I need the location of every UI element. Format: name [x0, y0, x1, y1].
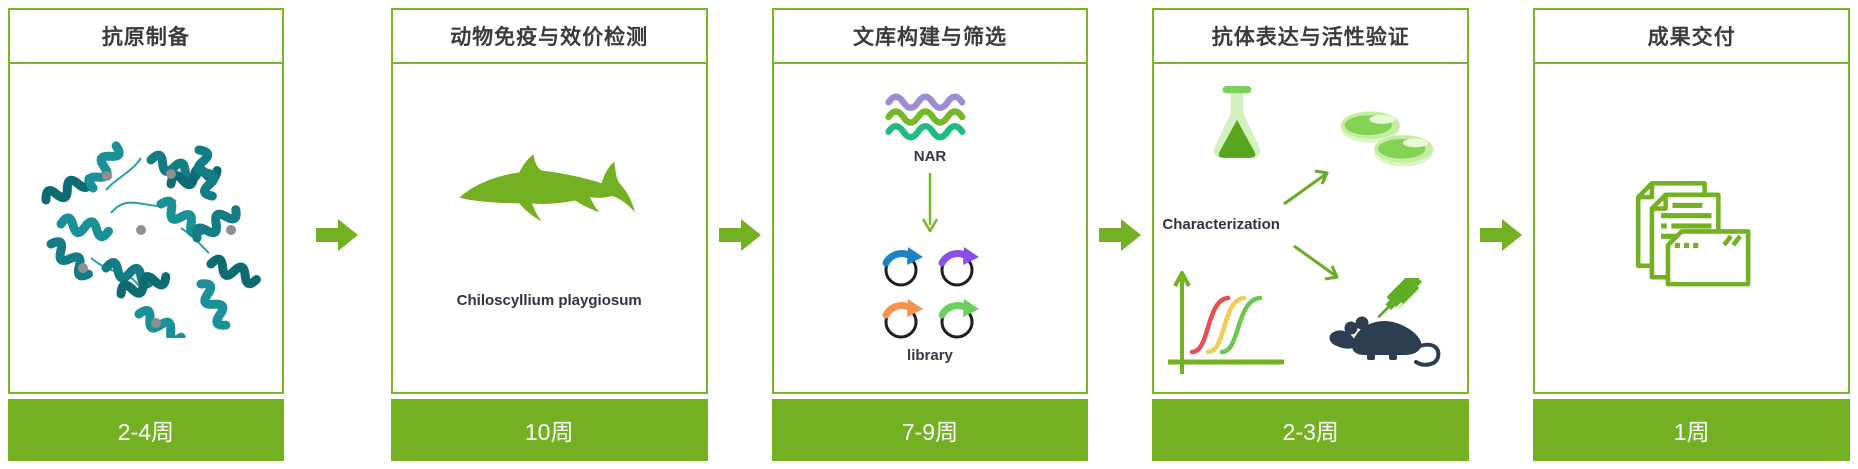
flow-arrow-icon [1480, 218, 1523, 251]
mouse [1329, 316, 1441, 367]
duration-label: 1周 [1673, 419, 1710, 445]
panel-animal-immunization: 动物免疫与效价检测 Chiloscyllium playgiosum 10周 [390, 8, 708, 461]
panel-antibody-validation: 抗体表达与活性验证 [1152, 8, 1470, 461]
duration-bar: 2-3周 [1152, 399, 1470, 461]
protein-structure-icon [21, 118, 271, 338]
characterization-label: Characterization [1162, 216, 1280, 233]
panel-title: 文库构建与筛选 [852, 26, 1007, 49]
plasmid-blue-icon [879, 243, 925, 289]
panel-title: 成果交付 [1647, 26, 1736, 49]
arrow-up-right-icon [1283, 169, 1329, 206]
plasmid-orange-icon [879, 295, 925, 341]
panel-title: 抗原制备 [101, 26, 190, 49]
nar-label: NAR [913, 148, 947, 165]
duration-label: 7-9周 [901, 419, 959, 445]
petri-dish-front [1374, 135, 1434, 167]
panel-header: 动物免疫与效价检测 [392, 10, 706, 64]
shark-icon [459, 153, 636, 221]
binding-curves-chart-icon [1168, 271, 1285, 374]
duration-bar: 7-9周 [771, 399, 1089, 461]
panel-deliverables: 成果交付 [1533, 8, 1850, 461]
plasmid-green-icon [935, 295, 981, 341]
duration-label: 2-4周 [117, 419, 175, 445]
panel-library-construction: 文库构建与筛选 NAR [771, 8, 1089, 461]
rna-waves-icon [885, 93, 966, 141]
arrow-down-right-icon [1293, 244, 1339, 281]
panel-header: 文库构建与筛选 [773, 10, 1087, 64]
panel-header: 抗体表达与活性验证 [1154, 10, 1468, 64]
plasmid-purple-icon [935, 243, 981, 289]
petri-dish-icon [1341, 111, 1434, 167]
panel-title: 抗体表达与活性验证 [1211, 26, 1410, 49]
deliverable-documents-icon [1635, 181, 1750, 287]
flow-arrow-icon [718, 218, 761, 251]
panel-header: 抗原制备 [10, 10, 282, 64]
syringe [1377, 278, 1427, 319]
shark-species-label: Chiloscyllium playgiosum [456, 291, 642, 309]
plasmid-library-icon [879, 243, 981, 341]
duration-bar: 1周 [1533, 399, 1850, 461]
duration-bar: 10周 [390, 399, 708, 461]
mouse-syringe-icon [1329, 278, 1441, 367]
duration-label: 2-3周 [1282, 419, 1339, 445]
flask-icon [1214, 86, 1261, 158]
panel-antigen-preparation: 抗原制备 [8, 8, 284, 461]
panel-header: 成果交付 [1535, 10, 1848, 64]
duration-bar: 2-4周 [8, 399, 284, 461]
flow-arrow-icon [316, 218, 359, 251]
duration-label: 10周 [524, 419, 574, 445]
flow-arrow-icon [1099, 218, 1142, 251]
down-arrow-icon [921, 173, 939, 233]
library-label: library [907, 347, 953, 364]
panel-title: 动物免疫与效价检测 [450, 26, 649, 49]
petri-dish-back [1341, 111, 1400, 143]
